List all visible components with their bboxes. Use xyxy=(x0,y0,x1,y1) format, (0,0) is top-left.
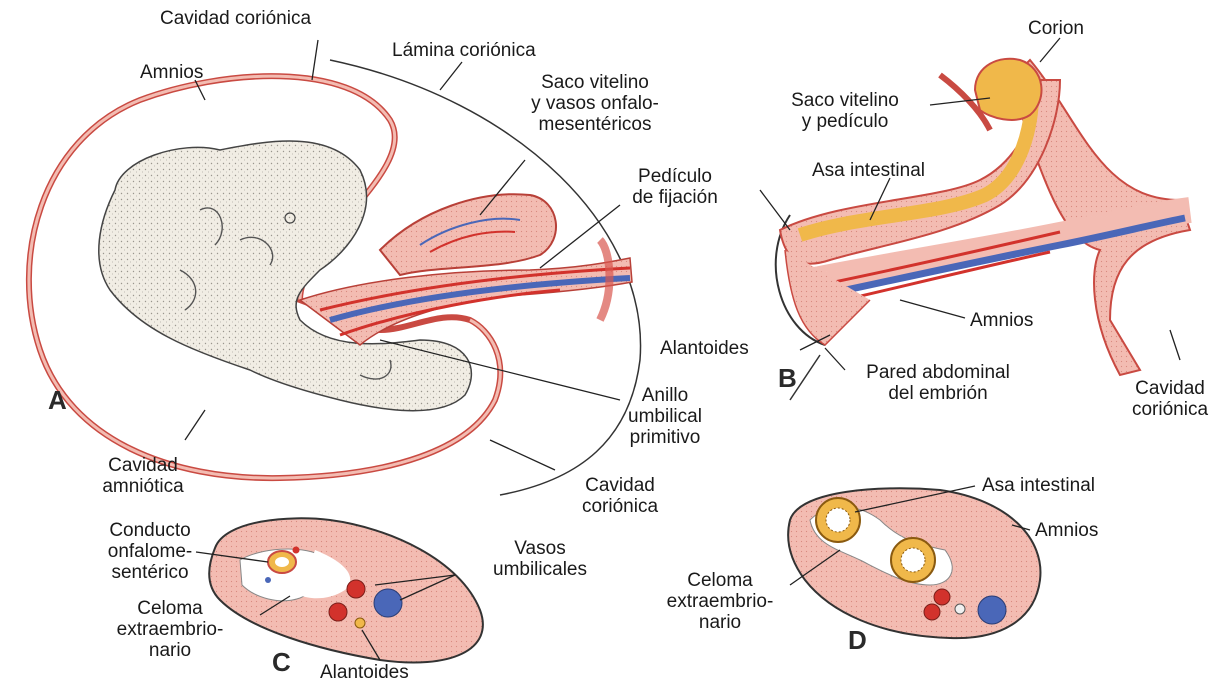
label-alantoides-b: Alantoides xyxy=(660,338,749,359)
artery-d2 xyxy=(924,604,940,620)
artery-c2 xyxy=(329,603,347,621)
artery-c1 xyxy=(347,580,365,598)
label-cavidad-corionica-b: Cavidad coriónica xyxy=(1110,378,1230,420)
artery-d1 xyxy=(934,589,950,605)
figure-letter-a: A xyxy=(48,390,67,411)
vein-c xyxy=(374,589,402,617)
label-anillo-umbilical: Anillo umbilical primitivo xyxy=(620,385,710,448)
figure-letter-c: C xyxy=(272,652,291,673)
label-celoma-c: Celoma extraembrio- nario xyxy=(95,598,245,661)
label-saco-vitelino-a: Saco vitelino y vasos onfalo- mesentéric… xyxy=(485,72,705,135)
label-lamina-corionica: Lámina coriónica xyxy=(392,40,536,61)
label-amnios-d: Amnios xyxy=(1035,520,1098,541)
yolk-sac xyxy=(380,194,556,275)
label-amnios-a: Amnios xyxy=(140,62,203,83)
figure-letter-b: B xyxy=(778,368,797,389)
label-vasos-umbilicales: Vasos umbilicales xyxy=(455,538,625,580)
label-celoma-d: Celoma extraembrio- nario xyxy=(640,570,800,633)
allantois-d xyxy=(955,604,965,614)
label-pared-abdominal: Pared abdominal del embrión xyxy=(838,362,1038,404)
label-cavidad-corionica-top: Cavidad coriónica xyxy=(160,8,311,29)
allantois-c xyxy=(355,618,365,628)
figure-d xyxy=(788,486,1040,638)
figure-letter-d: D xyxy=(848,630,867,651)
label-amnios-b: Amnios xyxy=(970,310,1033,331)
label-asa-intestinal-b: Asa intestinal xyxy=(812,160,925,181)
label-cavidad-amniotica: Cavidad amniótica xyxy=(78,455,208,497)
label-asa-intestinal-d: Asa intestinal xyxy=(982,475,1095,496)
label-alantoides-c: Alantoides xyxy=(320,662,409,683)
vein-d xyxy=(978,596,1006,624)
label-cavidad-corionica-a: Cavidad coriónica xyxy=(555,475,685,517)
label-pediculo-fijacion: Pedículo de fijación xyxy=(610,166,740,208)
yolk-sac-b xyxy=(975,59,1041,120)
label-saco-vitelino-b: Saco vitelino y pedículo xyxy=(755,90,935,132)
label-conducto-onfalomesenterico: Conducto onfalome- sentérico xyxy=(80,520,220,583)
label-corion: Corion xyxy=(1028,18,1084,39)
